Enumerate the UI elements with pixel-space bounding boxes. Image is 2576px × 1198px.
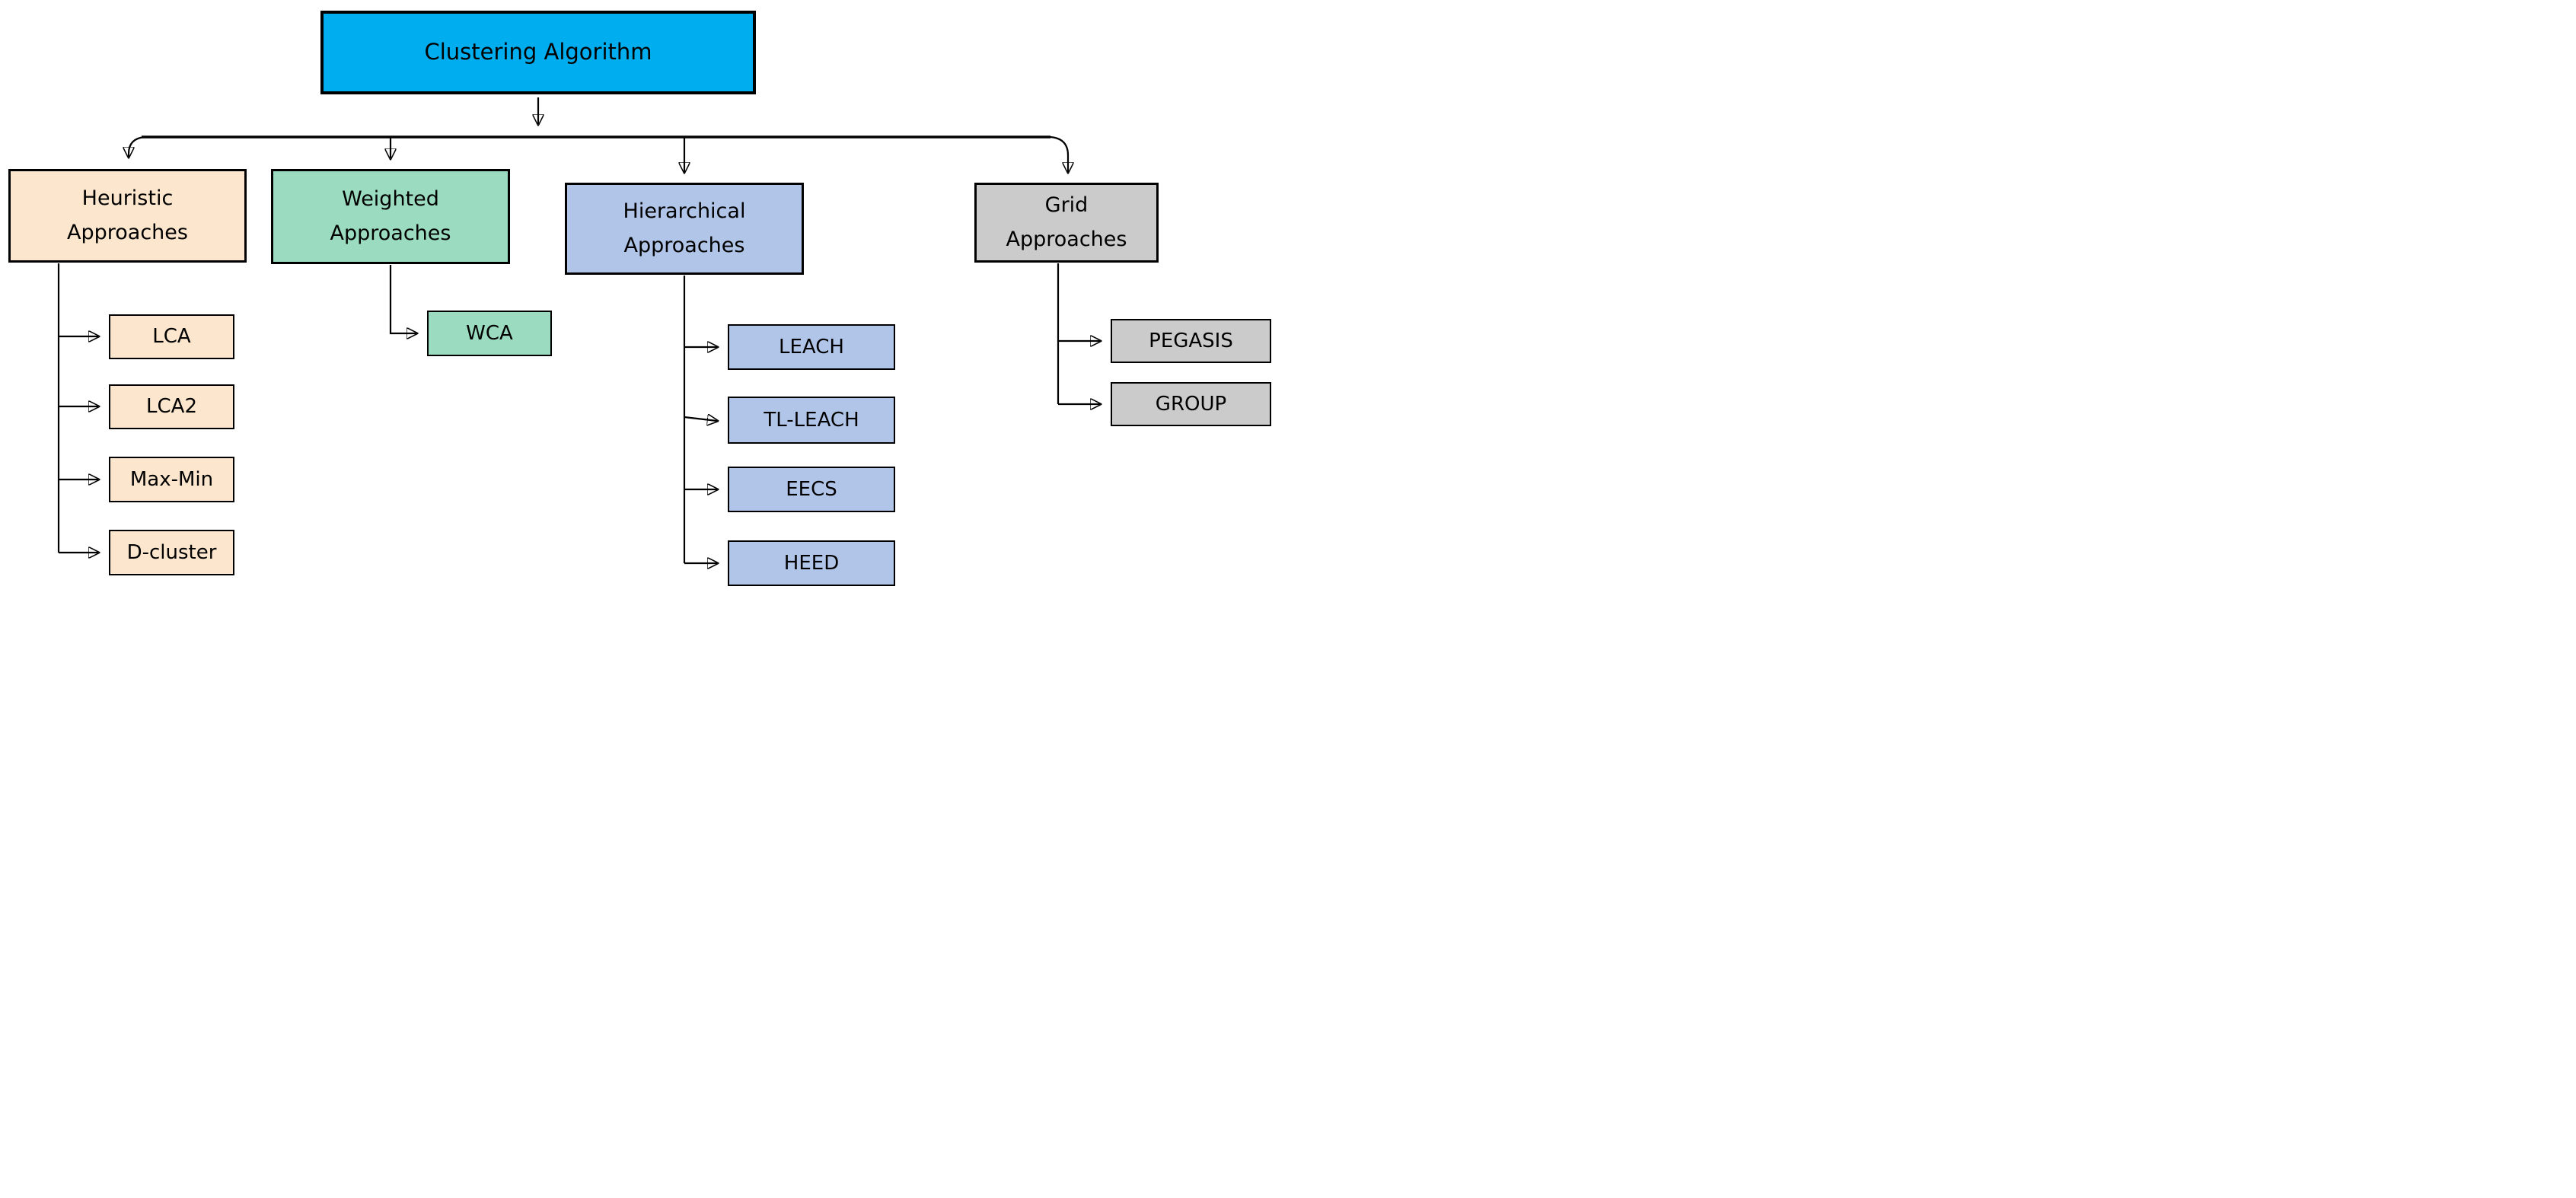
clustering-algorithm-diagram: Clustering Algorithm Heuristic Approache… bbox=[0, 0, 1288, 599]
node-heuristic-approaches: Heuristic Approaches bbox=[8, 169, 247, 263]
arrow-to-tlleach bbox=[684, 417, 717, 421]
node-pegasis: PEGASIS bbox=[1111, 319, 1271, 363]
node-tl-leach: TL-LEACH bbox=[728, 397, 895, 444]
arrow-bus-to-heuristic bbox=[129, 135, 145, 157]
node-leach: LEACH bbox=[728, 324, 895, 370]
node-hierarchical-approaches: Hierarchical Approaches bbox=[565, 183, 804, 275]
node-group: GROUP bbox=[1111, 382, 1271, 426]
arrow-bus-to-grid bbox=[1050, 135, 1068, 172]
node-grid-approaches: Grid Approaches bbox=[974, 183, 1159, 263]
node-max-min: Max-Min bbox=[109, 457, 234, 502]
node-lca: LCA bbox=[109, 314, 234, 359]
node-eecs: EECS bbox=[728, 467, 895, 512]
node-heed: HEED bbox=[728, 540, 895, 586]
node-lca2: LCA2 bbox=[109, 384, 234, 429]
node-d-cluster: D-cluster bbox=[109, 530, 234, 575]
node-wca: WCA bbox=[427, 311, 552, 356]
node-weighted-approaches: Weighted Approaches bbox=[271, 169, 510, 264]
arrow-to-wca bbox=[389, 265, 416, 333]
node-clustering-algorithm: Clustering Algorithm bbox=[320, 11, 756, 94]
